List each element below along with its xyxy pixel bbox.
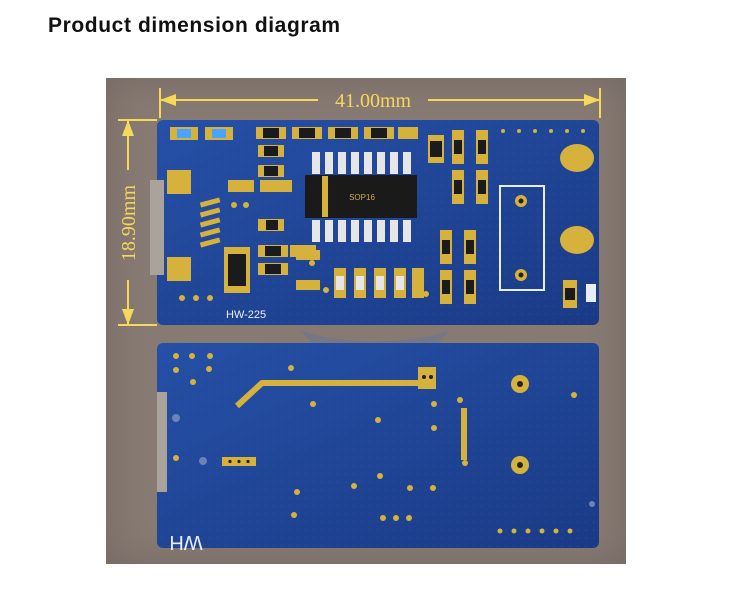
pcb-back: HW xyxy=(157,343,599,553)
height-dimension-label: 18.90mm xyxy=(118,185,140,262)
page-title: Product dimension diagram xyxy=(48,14,341,37)
board-model-label: HW-225 xyxy=(226,309,266,321)
pcb-front: SOP16 xyxy=(150,120,599,325)
height-dimension: 18.90mm xyxy=(118,119,157,326)
chip-label: SOP16 xyxy=(349,193,375,202)
back-silkscreen-label: HW xyxy=(169,531,202,553)
width-dimension: 41.00mm xyxy=(159,88,601,118)
width-dimension-label: 41.00mm xyxy=(335,90,412,112)
